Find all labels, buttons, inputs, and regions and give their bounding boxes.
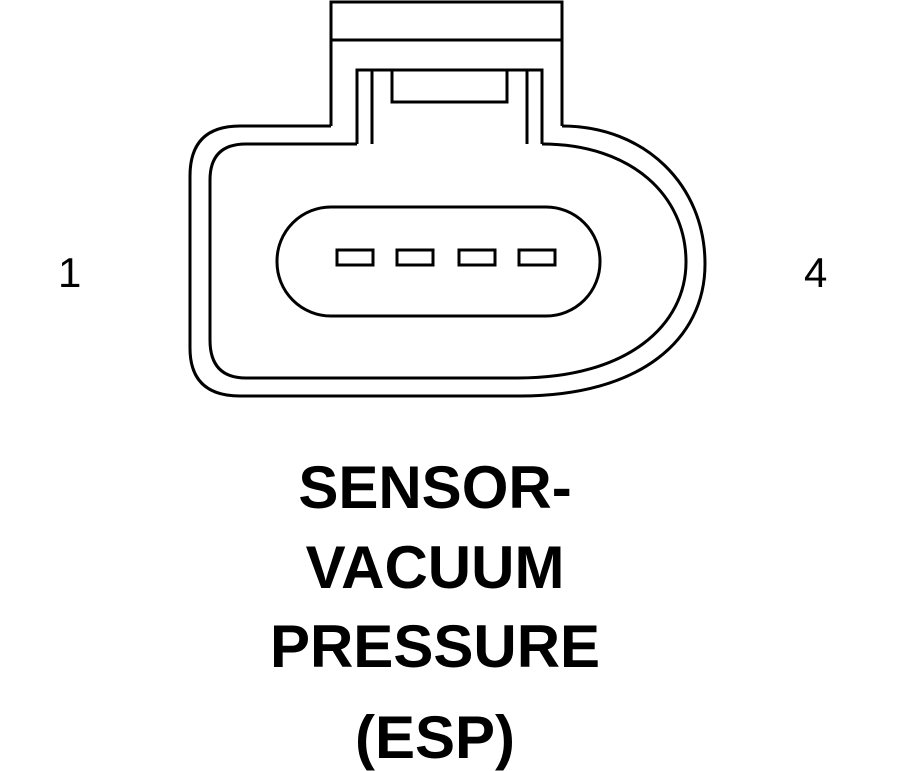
- connector-latch-outer: [329, 0, 564, 126]
- terminal-pin-4: [517, 248, 557, 267]
- pin-number-first: 1: [58, 249, 82, 296]
- caption-line-1: SENSOR-: [298, 454, 572, 521]
- terminal-cavity: [275, 205, 602, 318]
- caption-line-4: (ESP): [354, 704, 516, 771]
- caption-line-2: VACUUM: [305, 534, 565, 601]
- pin-number-last: 4: [804, 249, 828, 296]
- connector-latch-tab: [390, 68, 509, 104]
- terminal-pin-3: [457, 248, 497, 267]
- caption-line-3: PRESSURE: [269, 613, 601, 680]
- connector-latch-inner: [355, 68, 544, 144]
- terminal-pin-1: [335, 248, 375, 267]
- connector-body-outer: [188, 124, 707, 398]
- connector-latch-inner-rail: [370, 70, 529, 144]
- terminal-pin-2: [395, 248, 435, 267]
- connector-body-inner: [208, 142, 688, 380]
